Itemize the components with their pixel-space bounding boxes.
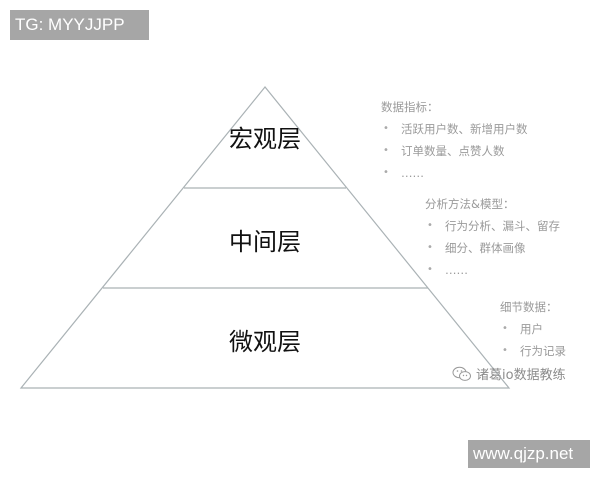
layer-micro-label: 微观层 bbox=[229, 328, 301, 356]
note-title: 数据指标： bbox=[381, 100, 439, 114]
layer-macro-label: 宏观层 bbox=[229, 125, 301, 153]
note-item: 订单数量、点赞人数 bbox=[381, 140, 528, 162]
note-middle: 分析方法&模型： 行为分析、漏斗、留存 细分、群体画像 …… bbox=[425, 193, 560, 281]
watermark-bottom: www.qjzp.net bbox=[468, 440, 590, 468]
note-item: …… bbox=[381, 162, 528, 184]
note-item: 细分、群体画像 bbox=[425, 237, 560, 259]
pyramid-outline bbox=[19, 86, 511, 389]
note-macro: 数据指标： 活跃用户数、新增用户数 订单数量、点赞人数 …… bbox=[381, 96, 528, 184]
source-text: 诸葛io数据教练 bbox=[476, 368, 566, 383]
note-item: 活跃用户数、新增用户数 bbox=[381, 118, 528, 140]
note-item: …… bbox=[425, 259, 560, 281]
note-item: 行为分析、漏斗、留存 bbox=[425, 215, 560, 237]
note-title: 细节数据： bbox=[500, 300, 558, 314]
source-watermark: 诸葛io数据教练 bbox=[452, 364, 566, 383]
note-item: 用户 bbox=[500, 318, 566, 340]
note-micro: 细节数据： 用户 行为记录 bbox=[500, 296, 566, 362]
note-item: 行为记录 bbox=[500, 340, 566, 362]
wechat-icon bbox=[452, 366, 471, 381]
note-title: 分析方法&模型： bbox=[425, 197, 515, 211]
watermark-top: TG: MYYJJPP bbox=[10, 10, 149, 40]
layer-middle-label: 中间层 bbox=[229, 228, 301, 256]
